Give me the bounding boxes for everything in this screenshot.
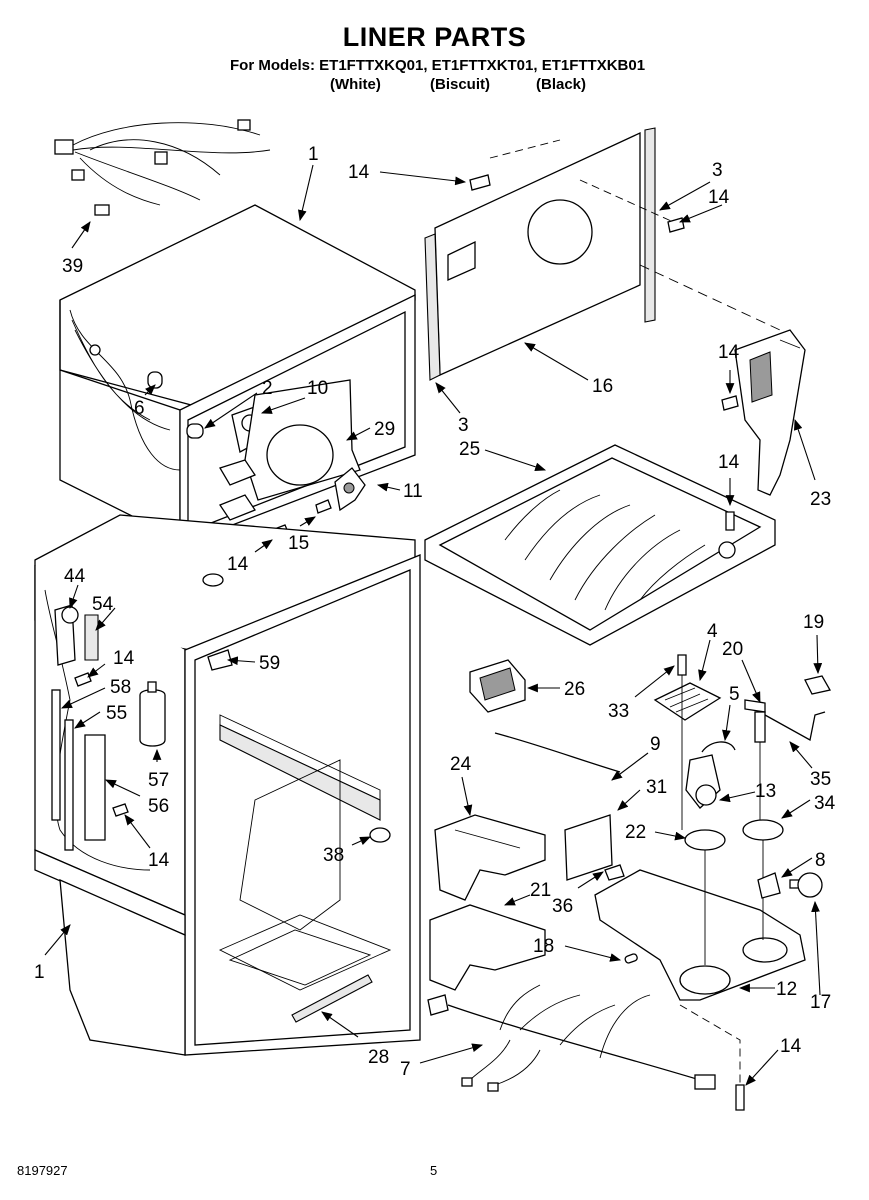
callout-14: 14 xyxy=(708,187,730,208)
callout-15: 15 xyxy=(288,533,309,554)
part-5 xyxy=(701,741,736,753)
callout-14: 14 xyxy=(113,648,135,669)
callout-31: 31 xyxy=(646,777,667,798)
callout-54: 54 xyxy=(92,594,114,615)
callout-8: 8 xyxy=(815,850,826,871)
callout-58: 58 xyxy=(110,677,131,698)
callout-14: 14 xyxy=(718,452,740,473)
control-board-4 xyxy=(653,654,722,830)
callout-3: 3 xyxy=(712,160,723,181)
part-19 xyxy=(804,675,832,695)
callout-1: 1 xyxy=(34,962,45,983)
callout-3: 3 xyxy=(458,415,469,436)
fresh-food-liner xyxy=(34,514,421,1056)
callout-33: 33 xyxy=(608,701,629,722)
part-34 xyxy=(742,819,784,841)
callout-19: 19 xyxy=(803,612,824,633)
bulb-17 xyxy=(789,872,823,898)
part-9 xyxy=(494,732,621,773)
callout-23: 23 xyxy=(810,489,831,510)
wire-harness-7 xyxy=(427,984,716,1092)
part-8 xyxy=(757,872,781,899)
callout-25: 25 xyxy=(459,439,480,460)
callout-59: 59 xyxy=(259,653,280,674)
part-26 xyxy=(469,659,526,713)
callout-38: 38 xyxy=(323,845,344,866)
switch-lever-20-35 xyxy=(744,699,826,830)
callout-17: 17 xyxy=(810,992,831,1013)
color-white: (White) xyxy=(330,76,381,93)
callout-7: 7 xyxy=(400,1059,411,1080)
callout-21: 21 xyxy=(530,880,551,901)
callout-22: 22 xyxy=(625,822,646,843)
leader-arrows xyxy=(44,164,823,1086)
callout-39: 39 xyxy=(62,256,83,277)
callout-18: 18 xyxy=(533,936,554,957)
models-line: For Models: ET1FTTXKQ01, ET1FTTXKT01, ET… xyxy=(230,57,646,74)
callout-34: 34 xyxy=(814,793,836,814)
callout-57: 57 xyxy=(148,770,169,791)
gasket-3-left xyxy=(424,233,441,381)
callout-14: 14 xyxy=(227,554,249,575)
callout-6: 6 xyxy=(134,398,145,419)
callout-26: 26 xyxy=(564,679,585,700)
part-38 xyxy=(369,827,391,843)
freezer-liner xyxy=(59,204,416,546)
evaporator-fan-assembly xyxy=(186,379,366,539)
wire-harness-39 xyxy=(54,119,271,216)
callout-56: 56 xyxy=(148,796,169,817)
callout-14: 14 xyxy=(348,162,370,183)
damper-13 xyxy=(685,754,721,809)
part-31 xyxy=(564,814,613,881)
callout-labels: 1 39 14 3 14 16 3 14 23 6 2 10 29 25 11 … xyxy=(34,144,836,1080)
document-number: 8197927 xyxy=(17,1163,68,1178)
callout-5: 5 xyxy=(729,684,740,705)
callout-28: 28 xyxy=(368,1047,389,1068)
callout-55: 55 xyxy=(106,703,127,724)
ice-bin-shelf-25 xyxy=(424,444,776,646)
callout-9: 9 xyxy=(650,734,661,755)
air-diffuser-23 xyxy=(734,329,806,496)
callout-36: 36 xyxy=(552,896,573,917)
callout-4: 4 xyxy=(707,621,718,642)
ice-bucket-24 xyxy=(434,814,546,901)
gasket-3-right xyxy=(644,127,656,323)
diagram-title: LINER PARTS xyxy=(342,22,527,52)
part-28 xyxy=(291,974,373,1023)
screw-14 xyxy=(735,1084,745,1111)
callout-1: 1 xyxy=(308,144,319,165)
callout-35: 35 xyxy=(810,769,831,790)
callout-20: 20 xyxy=(722,639,743,660)
callout-14: 14 xyxy=(148,850,170,871)
callout-16: 16 xyxy=(592,376,613,397)
callout-14: 14 xyxy=(780,1036,802,1057)
callout-11: 11 xyxy=(403,481,423,502)
color-black: (Black) xyxy=(536,76,587,93)
callout-29: 29 xyxy=(374,419,395,440)
callout-24: 24 xyxy=(450,754,472,775)
water-system-parts xyxy=(51,604,166,851)
callout-14: 14 xyxy=(718,342,740,363)
part-36 xyxy=(604,864,625,881)
rear-panel-16 xyxy=(424,127,781,381)
color-biscuit: (Biscuit) xyxy=(430,76,490,93)
callout-10: 10 xyxy=(307,378,328,399)
deflector-21 xyxy=(429,904,546,991)
housing-12 xyxy=(594,840,806,1001)
callout-13: 13 xyxy=(755,781,776,802)
callout-12: 12 xyxy=(776,979,797,1000)
callout-2: 2 xyxy=(262,378,273,399)
page-number: 5 xyxy=(430,1163,438,1178)
part-22 xyxy=(684,829,726,851)
part-18 xyxy=(624,953,638,964)
callout-44: 44 xyxy=(64,566,86,587)
